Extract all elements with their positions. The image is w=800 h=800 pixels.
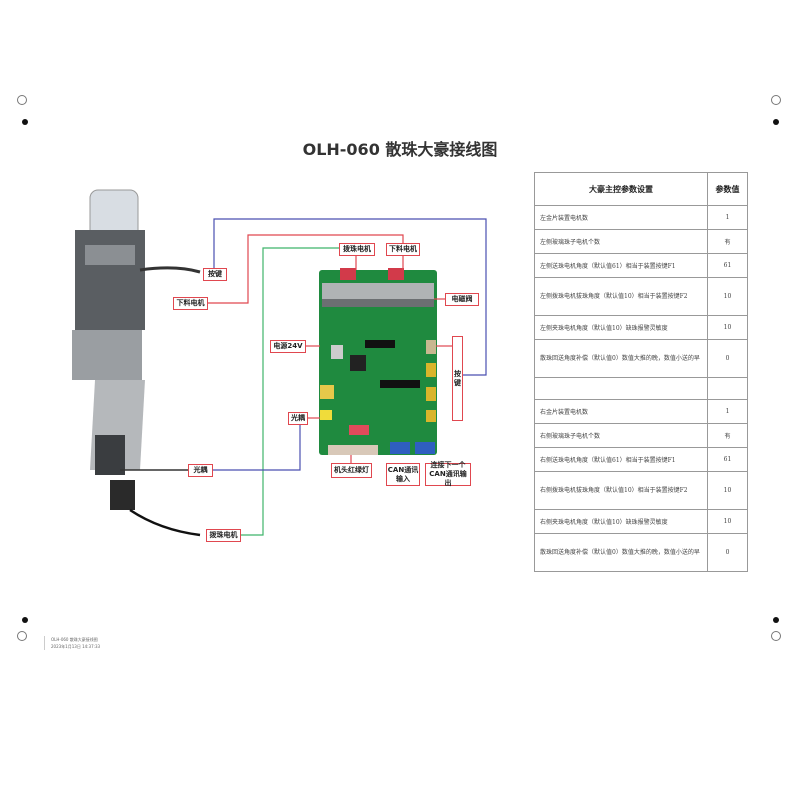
footer-timestamp: 2023年1月13日 14:37:33 [51,644,101,649]
footer-title: OLH-060 散珠大豪接线图 [51,637,98,642]
registration-dot [773,119,779,125]
registration-mark [771,631,781,641]
label-can-in: CAN通讯输入 [386,463,420,486]
wire-button [213,218,487,376]
page-title: OLH-060 散珠大豪接线图 [302,140,498,159]
label-power: 电源24V [270,340,306,353]
wire-feed-motor [207,234,404,304]
label-optocoupler-right: 光耦 [288,412,308,425]
wire-pick-motor [240,247,339,536]
header-setting: 大豪主控参数设置 [534,172,708,206]
label-head-light: 机头红绿灯 [331,463,372,478]
label-can-out: 连接下一个CAN通讯输出 [425,461,471,487]
label-feed-motor-left: 下料电机 [173,297,208,310]
registration-dot [773,617,779,623]
label-optocoupler-left: 光耦 [188,464,213,477]
registration-dot [22,119,28,125]
header-value: 参数值 [707,172,748,206]
table-row-empty [534,377,748,400]
label-button-right: 按键 [452,336,463,421]
table-row: 右侧玻璃珠子电机个数有 [534,423,748,448]
registration-mark [771,95,781,105]
registration-mark [17,95,27,105]
table-row: 左侧玻璃珠子电机个数有 [534,229,748,254]
device-photo [72,189,201,537]
label-pick-motor-top: 拨珠电机 [339,243,375,256]
wire-optocoupler [212,424,301,471]
print-footer: OLH-060 散珠大豪接线图 2023年1月13日 14:37:33 [44,636,100,650]
label-button-left: 按键 [203,268,227,281]
registration-dot [22,617,28,623]
label-pick-motor-bottom: 拨珠电机 [206,529,241,542]
control-board [319,268,437,455]
registration-mark [17,631,27,641]
label-feed-motor-top: 下料电机 [386,243,420,256]
label-solenoid: 电磁阀 [445,293,479,306]
